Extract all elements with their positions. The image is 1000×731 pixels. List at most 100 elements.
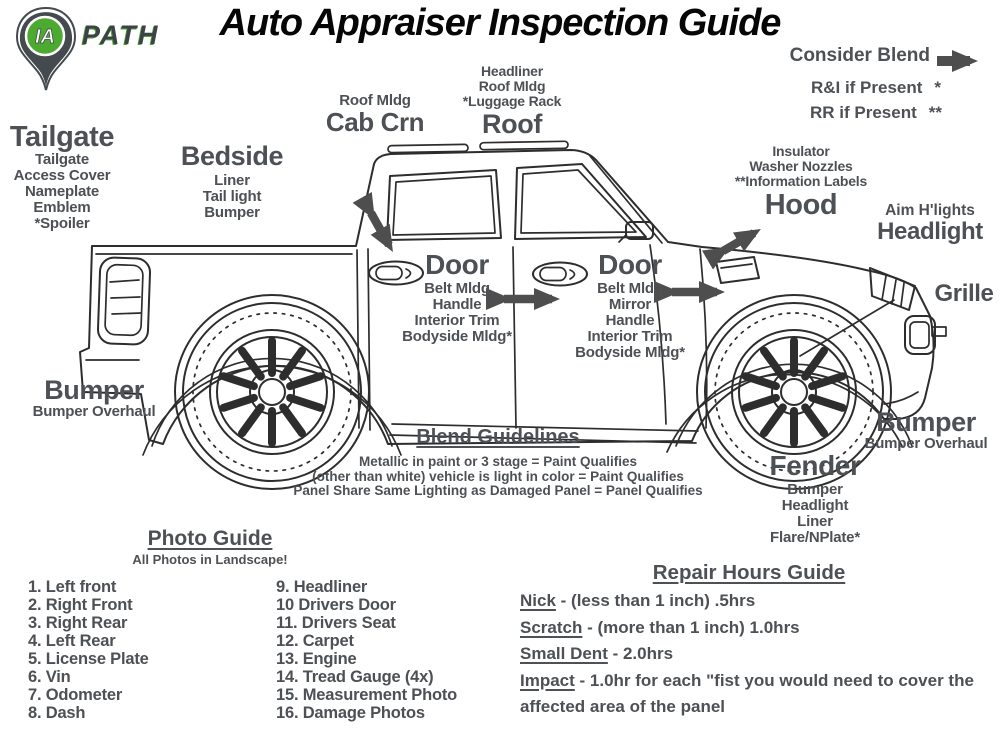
repair-desc: - (more than 1 inch) 1.0hrs <box>582 617 800 637</box>
cab-crn-over: Roof Mldg <box>339 92 411 109</box>
photo-guide-item: 14. Tread Gauge (4x) <box>276 668 434 686</box>
front-door-handle <box>532 261 588 287</box>
cab-corner-arrow <box>352 191 393 252</box>
photo-guide-item: 8. Dash <box>28 704 86 722</box>
repair-hours-title: Repair Hours Guide <box>652 561 846 584</box>
photo-guide-item: 12. Carpet <box>276 632 354 650</box>
bumper-front-title: Bumper <box>876 407 976 437</box>
repair-desc: - 2.0hrs <box>607 644 674 663</box>
blend-guideline-line: Metallic in paint or 3 stage = Paint Qua… <box>359 454 637 469</box>
bumper-front-sub: Bumper Overhaul <box>864 435 988 453</box>
label-grille: Grille <box>926 281 1000 306</box>
photo-guide-item: 11. Drivers Seat <box>276 614 396 632</box>
fender-title: Fender <box>769 450 861 481</box>
door-rear-title: Door <box>425 249 489 280</box>
bumper-rear-title: Bumper <box>44 375 144 405</box>
hood-title: Hood <box>764 189 838 221</box>
repair-hours-row: Scratch - (more than 1 inch) 1.0hrs <box>520 615 998 642</box>
rr-if-present-note: RR if Present ** <box>772 103 980 123</box>
brand-logo: IA PATH <box>14 6 160 94</box>
photo-guide-item: 16. Damage Photos <box>276 704 425 722</box>
ri-term: R&I if Present <box>810 78 923 97</box>
photo-guide-item: 5. License Plate <box>28 650 149 668</box>
hood-blend-arrow <box>701 228 761 270</box>
label-headlight: Aim H'lights Headlight <box>860 202 1000 246</box>
repair-hours-row: Small Dent - 2.0hrs <box>520 641 998 668</box>
photo-guide-header: Photo Guide All Photos in Landscape! <box>108 527 312 568</box>
repair-term: Scratch <box>520 617 583 637</box>
roof-title: Roof <box>482 109 542 139</box>
rr-term: RR if Present <box>810 103 917 122</box>
fender-item: Flare/NPlate* <box>770 529 860 547</box>
headlight-title: Headlight <box>877 218 983 246</box>
door-front-title: Door <box>598 249 662 280</box>
tailgate-item: Tailgate <box>35 151 89 169</box>
consider-blend-text: Consider Blend <box>789 45 930 66</box>
bedside-item: Tail light <box>202 188 262 206</box>
repair-desc: - 1.0hr for each "fist you would need to… <box>520 670 974 717</box>
photo-guide-item: 10 Drivers Door <box>276 596 396 614</box>
repair-term: Impact <box>520 670 575 690</box>
repair-hours-row: Impact - 1.0hr for each "fist you would … <box>520 668 998 721</box>
door-front-item: Handle <box>605 312 655 330</box>
door-rear-item: Handle <box>432 296 482 314</box>
photo-guide-item: 1. Left front <box>28 578 117 596</box>
blend-guideline-line: Panel Share Same Lighting as Damaged Pan… <box>293 483 703 498</box>
photo-guide-item: 9. Headliner <box>276 578 368 596</box>
photo-guide-item: 15. Measurement Photo <box>276 686 458 704</box>
roof-over-item: *Luggage Rack <box>462 93 562 109</box>
repair-hours-list: Nick - (less than 1 inch) .5hrs Scratch … <box>520 588 998 721</box>
grille-title: Grille <box>934 280 994 307</box>
tailgate-title: Tailgate <box>9 121 115 153</box>
photo-guide-subtitle: All Photos in Landscape! <box>132 552 288 568</box>
photo-guide-item: 3. Right Rear <box>28 614 128 632</box>
hood-over-item: **Information Labels <box>734 173 868 189</box>
photo-guide-item: 2. Right Front <box>28 596 133 614</box>
bedside-item: Bumper <box>204 204 260 222</box>
ri-if-present-note: R&I if Present * <box>772 78 980 98</box>
photo-guide-item: 6. Vin <box>28 668 71 686</box>
fender-item: Liner <box>797 513 833 531</box>
tailgate-item: Nameplate <box>24 183 100 201</box>
tailgate-item: Emblem <box>33 199 91 217</box>
door-front-item: Belt Mldg <box>597 280 663 298</box>
blend-guideline-line: (other than white) vehicle is light in c… <box>312 468 684 484</box>
door-front-item: Mirror <box>608 296 652 314</box>
photo-guide-item: 4. Left Rear <box>28 632 116 650</box>
logo-path-text: PATH <box>82 20 160 50</box>
ri-mark: * <box>934 78 942 97</box>
roof-rack-rails <box>387 140 569 154</box>
repair-hours-row: Nick - (less than 1 inch) .5hrs <box>520 588 998 615</box>
label-bumper-front: Bumper Bumper Overhaul <box>852 408 1000 452</box>
photo-guide-title: Photo Guide <box>147 527 273 550</box>
blend-guidelines-lines: Metallic in paint or 3 stage = Paint Qua… <box>286 454 710 499</box>
page-title: Auto Appraiser Inspection Guide <box>219 2 782 44</box>
roof-over-item: Headliner <box>481 63 543 79</box>
tailgate-item: *Spoiler <box>34 215 90 233</box>
consider-blend-label: Consider Blend <box>758 45 930 67</box>
rr-mark: ** <box>928 103 942 122</box>
door-rear-item: Belt Mldg <box>424 280 490 298</box>
repair-desc: - (less than 1 inch) .5hrs <box>555 591 756 610</box>
hood-over-item: Insulator <box>772 143 830 159</box>
hood-over-item: Washer Nozzles <box>749 158 853 174</box>
side-mirror <box>618 221 654 243</box>
bedside-title: Bedside <box>180 141 284 171</box>
blend-guidelines-section: Blend Guidelines Metallic in paint or 3 … <box>286 427 710 499</box>
tailgate-item: Access Cover <box>13 167 111 185</box>
repair-term: Small Dent <box>520 644 608 663</box>
